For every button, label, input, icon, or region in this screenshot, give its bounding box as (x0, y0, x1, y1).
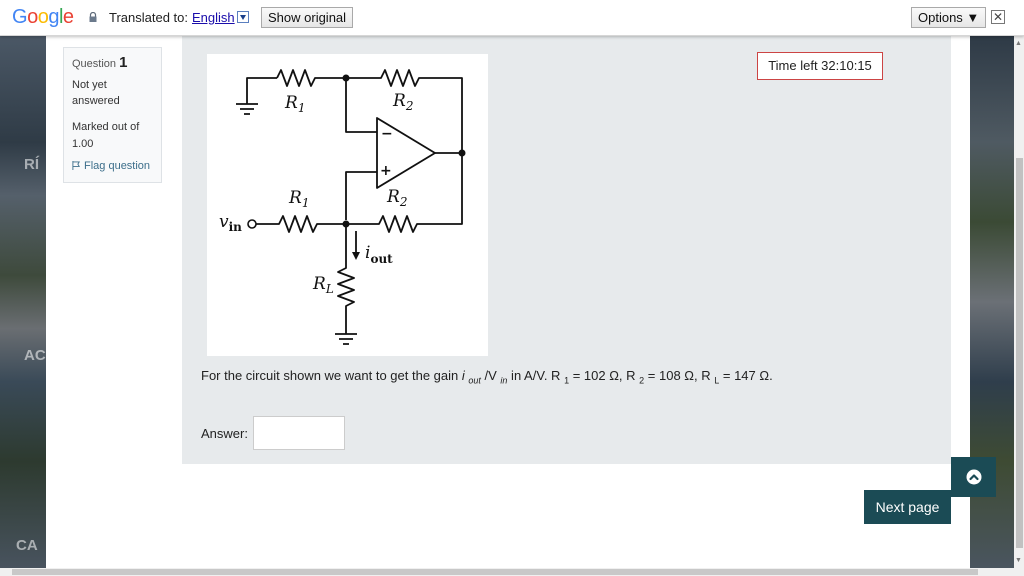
question-grade: Marked out of 1.00 (72, 121, 140, 150)
options-button[interactable]: Options ▼ (911, 7, 987, 28)
scroll-down-arrow-icon[interactable]: ▼ (1015, 557, 1022, 564)
answer-label: Answer: (201, 426, 248, 441)
label-rl: RL (312, 274, 334, 296)
question-info-panel: Question 1 Not yet answered Marked out o… (63, 47, 162, 183)
circuit-diagram: R1 R2 R1 R2 RL vin iout − + (207, 54, 488, 356)
opamp-minus: − (381, 126, 393, 142)
flag-question-link[interactable]: Flag question (72, 160, 153, 172)
google-logo: Google (12, 6, 74, 28)
background-image-left (0, 36, 46, 568)
language-selector[interactable]: English (192, 10, 249, 25)
question-word: Question (72, 58, 117, 70)
dropdown-arrow-icon[interactable] (236, 11, 249, 23)
opamp-plus: + (380, 163, 392, 179)
back-to-top-button[interactable] (951, 457, 996, 497)
circuit-schematic: R1 R2 R1 R2 RL vin iout − + (219, 69, 466, 345)
horizontal-scrollbar-thumb[interactable] (12, 569, 978, 575)
next-page-button[interactable]: Next page (864, 490, 951, 524)
label-r1-bottom: R1 (288, 188, 309, 210)
label-r2-top: R2 (392, 91, 413, 113)
flag-icon (72, 161, 80, 170)
question-number-value: 1 (119, 54, 128, 71)
question-number: Question 1 (72, 54, 153, 71)
translated-to-label: Translated to: (109, 10, 189, 25)
show-original-button[interactable]: Show original (261, 7, 354, 28)
lock-icon (89, 12, 97, 22)
background-text: RÍ (24, 156, 39, 173)
background-text: AC (24, 347, 46, 364)
background-text: CA (16, 537, 38, 554)
label-r2-bottom: R2 (386, 187, 407, 209)
label-vin: vin (219, 212, 242, 234)
quiz-timer: Time left 32:10:15 (757, 52, 883, 80)
scroll-up-arrow-icon[interactable]: ▲ (1015, 40, 1022, 47)
label-r1-top: R1 (284, 93, 305, 115)
question-state: Not yet answered (72, 79, 120, 107)
question-text: For the circuit shown we want to get the… (201, 368, 773, 386)
chevron-up-icon (966, 469, 982, 485)
label-iout: iout (365, 243, 393, 266)
close-icon[interactable]: ✕ (991, 10, 1005, 24)
language-link[interactable]: English (192, 10, 235, 25)
answer-input[interactable] (253, 416, 345, 450)
flag-question-label: Flag question (84, 160, 151, 172)
google-translate-bar: Google Translated to: English Show origi… (0, 0, 1024, 36)
vertical-scrollbar-thumb[interactable] (1016, 158, 1023, 548)
